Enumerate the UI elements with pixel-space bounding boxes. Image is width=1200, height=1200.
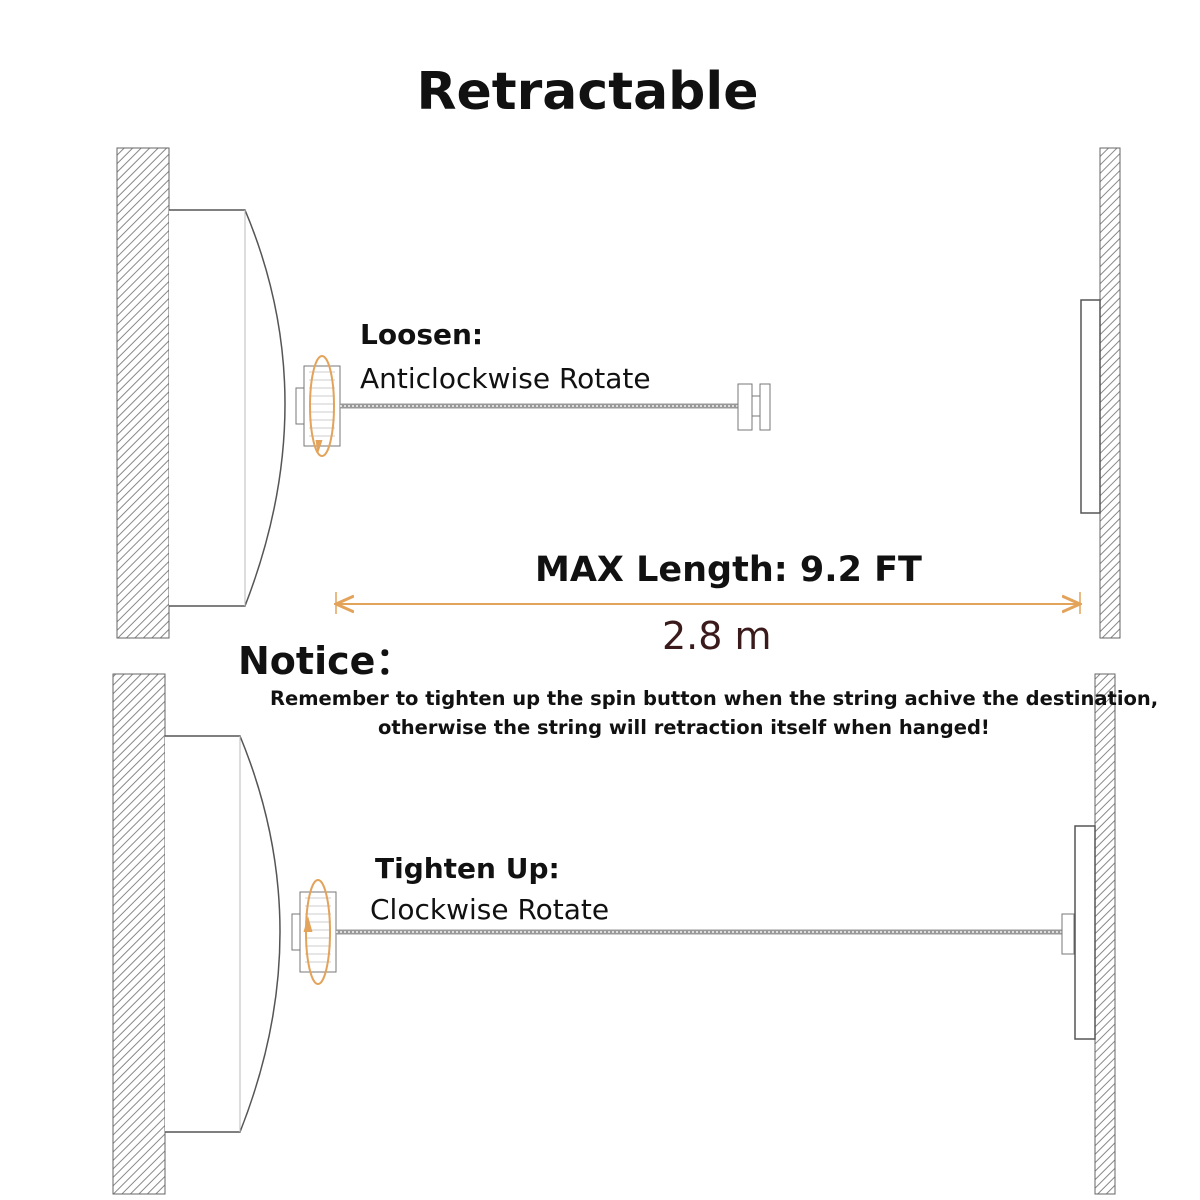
anticlockwise-arrow-icon xyxy=(309,355,335,457)
tighten-instruction: Clockwise Rotate xyxy=(370,893,610,926)
left-wall-bottom xyxy=(112,673,166,1195)
left-wall-top xyxy=(116,147,170,639)
right-wall-bottom xyxy=(1094,673,1116,1195)
notice-heading: Notice： xyxy=(238,639,414,683)
notice-text-line1: Remember to tighten up the spin button w… xyxy=(270,687,1159,710)
loosen-instruction: Anticlockwise Rotate xyxy=(360,362,651,395)
hook-top xyxy=(737,383,771,431)
metric-length-label: 2.8 m xyxy=(662,614,772,658)
tighten-heading: Tighten Up: xyxy=(375,852,560,885)
reel-housing-top xyxy=(169,209,286,607)
page-title: Retractable xyxy=(416,62,759,122)
wall-bracket-bottom xyxy=(1074,825,1096,1040)
clockwise-arrow-icon xyxy=(303,879,331,985)
wall-bracket-top xyxy=(1080,299,1101,514)
max-length-label: MAX Length: 9.2 FT xyxy=(535,550,922,590)
notice-text-line2: otherwise the string will retraction its… xyxy=(378,716,990,739)
right-wall-top xyxy=(1099,147,1121,639)
reel-housing-bottom xyxy=(165,735,281,1133)
loosen-heading: Loosen: xyxy=(360,318,484,351)
hook-bottom xyxy=(1061,913,1075,955)
